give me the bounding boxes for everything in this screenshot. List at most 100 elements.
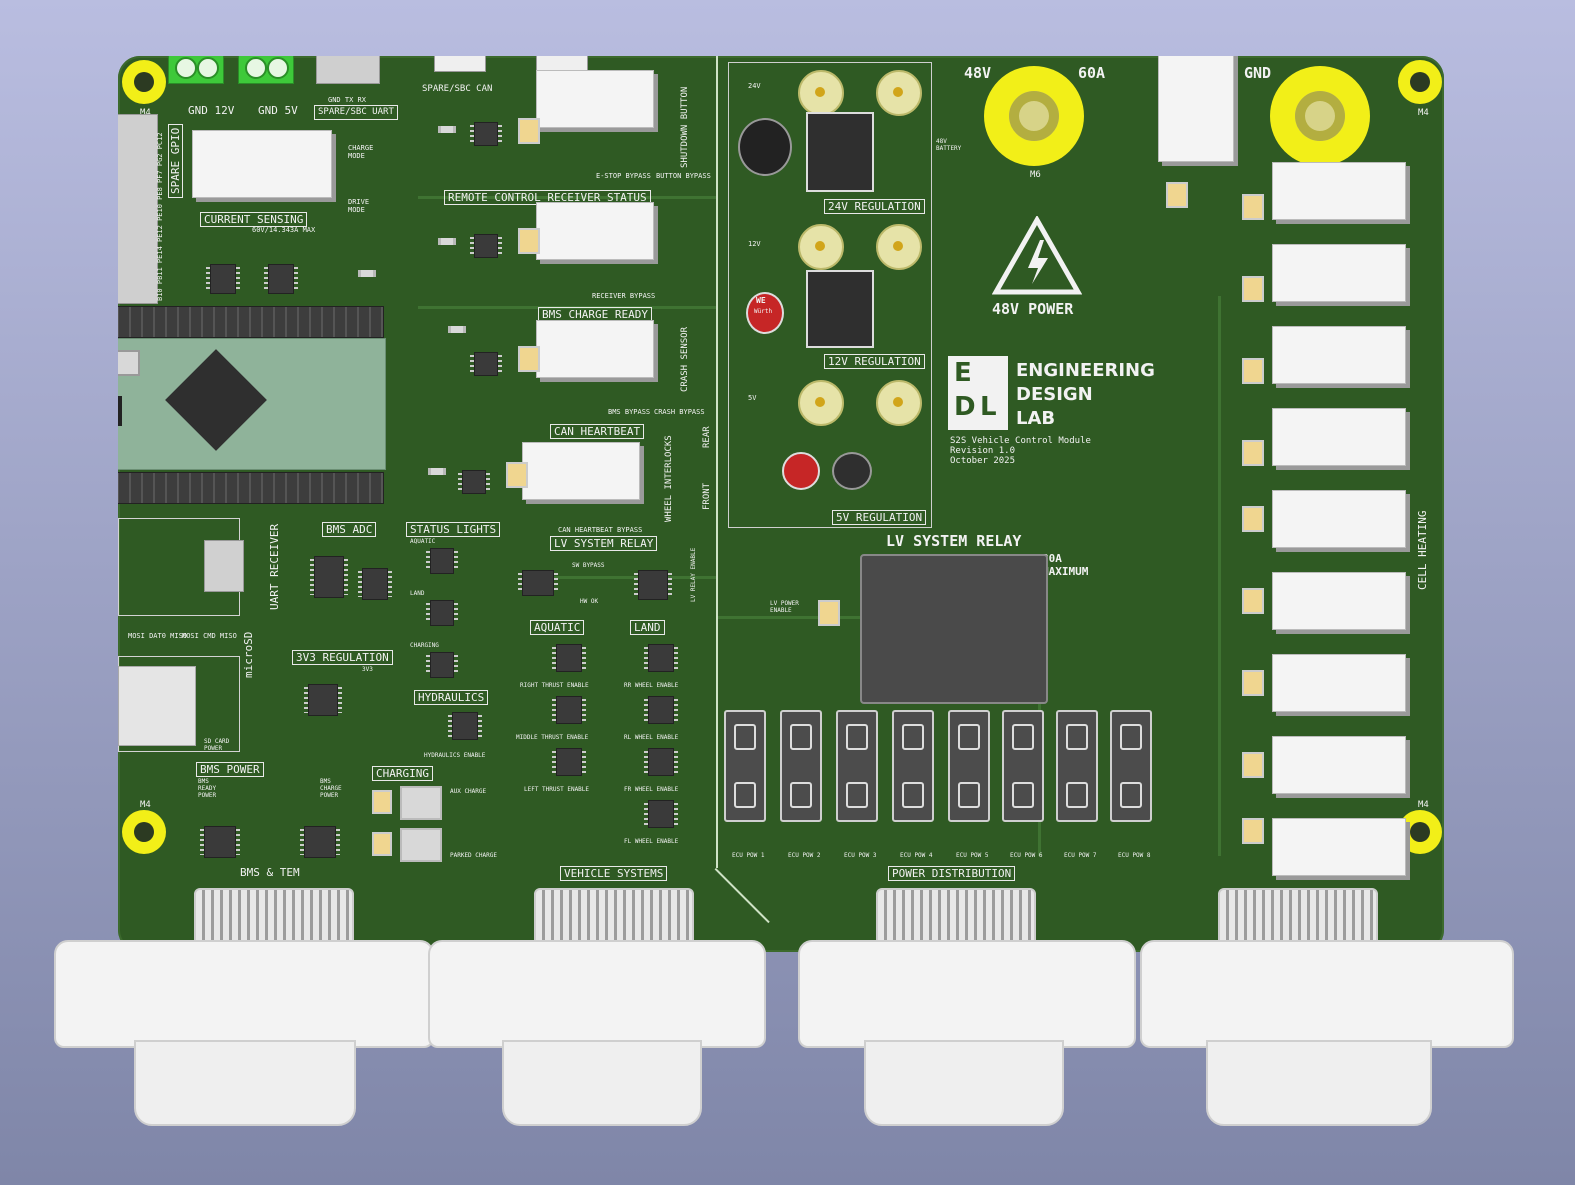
power-lug-gnd [1270,66,1370,166]
relay [536,320,654,378]
automotive-connector-vehicle-systems-plug [502,1040,702,1126]
microsd-label: microSD [242,631,255,678]
relay [1272,654,1406,712]
electrolytic-capacitor [738,118,792,176]
charging-small-label: CHARGING [410,642,439,649]
mosi-cmd-miso-label: MOSI CMD MISO [182,632,237,640]
land-label: LAND [630,620,665,635]
relay [400,786,442,820]
ic-chip [304,684,342,716]
sw-bypass-label: SW BYPASS [572,562,605,569]
crash-bypass-label: CRASH BYPASS [654,408,705,416]
automotive-connector-cell-heating[interactable] [1140,940,1514,1048]
led [372,790,392,814]
bms-power-label: BMS POWER [196,762,264,777]
ic-chip [358,568,392,600]
lv-power-enable-label: LV POWER ENABLE [770,600,799,614]
m4-label: M4 [1418,108,1429,118]
fuse-label: ECU POW 2 [788,852,821,859]
trace [1218,296,1221,856]
relay [1272,490,1406,548]
fuse-holder [1056,710,1098,822]
status-lights-label: STATUS LIGHTS [406,522,501,537]
regulation-region [728,62,932,528]
m4-label: M4 [140,108,151,118]
vehicle-systems-label: VEHICLE SYSTEMS [560,866,668,881]
v48-label: 48V [964,64,992,82]
rr-wheel-label: RR WHEEL ENABLE [624,682,679,689]
can-heartbeat-label: CAN HEARTBEAT [550,424,645,439]
receiver-bypass-label: RECEIVER BYPASS [592,292,656,300]
pcb-board: M4 M4 M4 M4 GND 12V GND 5V GND TX RX SPA… [118,56,1444,952]
m6-label: M6 [1030,170,1041,180]
ic-chip [448,712,482,740]
we-label: WE [756,296,766,305]
lv-system-relay [860,554,1048,704]
v48-battery-label: 48V BATTERY [936,138,962,152]
v5-label: 5V [748,394,757,402]
relay [1272,244,1406,302]
usb-connector [118,396,122,426]
logo-letter-d: D [954,392,976,422]
inductor [832,452,872,490]
ic-chip [470,234,502,258]
ic-chip [552,644,586,672]
relay [1272,736,1406,794]
middle-thrust-label: MIDDLE THRUST ENABLE [516,734,589,741]
gpio-pin-labels: B10 PB11 PE14 PE12 PE10 PE8 PF7 PG2 PC12 [156,132,164,301]
gnd-5v-label: GND 5V [258,104,298,117]
land-small-label: LAND [410,590,425,597]
ic-chip [426,652,458,678]
hydraulics-enable-label: HYDRAULICS ENABLE [424,752,486,759]
mounting-hole [122,810,166,854]
pin-header [118,306,384,338]
ic-chip [552,696,586,724]
bms-tem-label: BMS & TEM [240,866,300,879]
zone-divider [714,868,770,924]
led [1242,276,1264,302]
relay [536,202,654,260]
led [818,600,840,626]
mosi-data-miso-label: MOSI DAT0 MISO [128,632,188,640]
fr-wheel-label: FR WHEEL ENABLE [624,786,679,793]
bms-ready-power-label: BMS READY POWER [198,778,217,799]
capacitor [798,224,844,270]
fuse-label: ECU POW 1 [732,852,765,859]
reg12-label: 12V REGULATION [824,354,925,369]
ic-chip [426,600,458,626]
charge-mode-label: CHARGE MODE [348,144,374,160]
mounting-hole [122,60,166,104]
logo-letter-l: L [980,392,997,422]
m4-label: M4 [140,800,151,810]
inductor [806,112,874,192]
led [518,228,540,254]
drive-mode-label: DRIVE MODE [348,198,370,214]
led [1242,506,1264,532]
hydraulics-label: HYDRAULICS [414,690,489,705]
max30a-label: 30A MAXIMUM [1042,552,1089,578]
electrolytic-capacitor [782,452,820,490]
reset-button[interactable] [118,350,140,376]
m4-label: M4 [1418,800,1429,810]
microsd-slot[interactable] [118,666,196,746]
fuse-holder [836,710,878,822]
automotive-connector-bms-tem[interactable] [54,940,434,1048]
estop-bypass-label: E-STOP BYPASS [596,172,651,180]
automotive-connector-power-distribution[interactable] [798,940,1136,1048]
rl-wheel-label: RL WHEEL ENABLE [624,734,679,741]
v3-3-label: 3V3 [362,666,373,673]
ic-chip [518,570,558,596]
terminal-block-5v [238,56,294,84]
rear-label: REAR [702,426,712,448]
ic-chip [426,548,458,574]
bms-bypass-label: BMS BYPASS [608,408,651,416]
spare-can-label: SPARE/SBC CAN [422,84,493,94]
automotive-connector-vehicle-systems[interactable] [428,940,766,1048]
gnd-label: GND [1244,64,1272,82]
wurth-label: Würth [754,308,773,315]
ic-chip [644,800,678,828]
lv-relay-enable-label: LV RELAY ENABLE [690,547,697,602]
automotive-connector-cell-heating-plug [1206,1040,1432,1126]
fuse-holder [948,710,990,822]
relay [1272,572,1406,630]
